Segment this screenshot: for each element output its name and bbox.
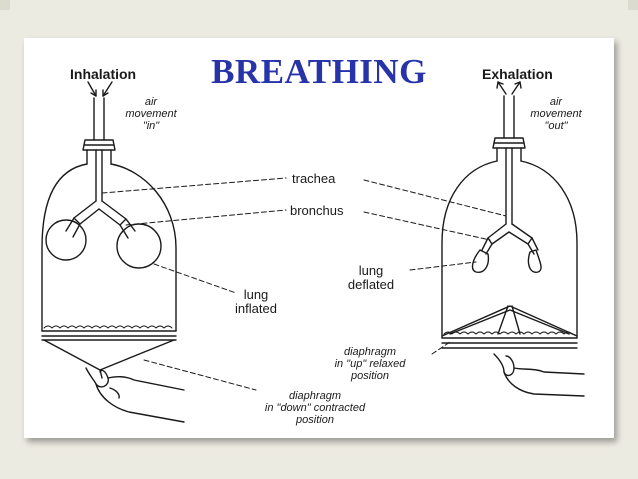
leader-diaphragm-down xyxy=(143,359,257,391)
air-in-line-2: movement xyxy=(125,108,177,120)
inhalation-lungs-inflated xyxy=(45,219,162,269)
leader-bronchus-right xyxy=(363,211,491,241)
air-in-line-3: "in" xyxy=(142,120,160,132)
exhalation-lungs-deflated xyxy=(471,249,542,273)
lung-inflated-line-2: inflated xyxy=(235,301,277,316)
corner-decoration-top-right xyxy=(628,0,638,10)
air-out-line-1: air xyxy=(549,96,563,108)
page-title: BREATHING xyxy=(211,52,427,91)
trachea-label: trachea xyxy=(292,171,336,186)
inhalation-heading: Inhalation xyxy=(70,66,137,82)
inhalation-trachea xyxy=(95,149,103,202)
lung-deflated-label: lung deflated xyxy=(336,264,406,292)
lung-deflated-line-2: deflated xyxy=(347,277,395,292)
inhalation-bell-jar xyxy=(41,97,177,332)
inhalation-bronchi xyxy=(65,200,136,239)
air-in-line-1: air xyxy=(144,96,158,108)
leader-trachea-left xyxy=(101,177,287,194)
leader-lung-deflated xyxy=(409,261,477,271)
diaphragm-up-line-1: diaphragm xyxy=(344,346,396,358)
inhalation-diaphragm xyxy=(41,325,177,379)
inhalation-hand xyxy=(85,367,185,423)
leader-trachea-right xyxy=(363,179,507,217)
exhalation-diaphragm xyxy=(441,305,578,349)
air-out-arrows xyxy=(496,81,522,95)
breathing-diagram xyxy=(41,81,585,423)
exhalation-hand xyxy=(493,353,585,397)
leader-lines xyxy=(101,177,507,391)
diaphragm-down-line-2: in "down" contracted xyxy=(264,402,366,414)
diaphragm-up-line-3: position xyxy=(351,370,389,382)
exhalation-bell-jar xyxy=(441,95,578,339)
air-movement-in-label: air movement "in" xyxy=(116,96,186,132)
exhalation-trachea xyxy=(505,147,513,225)
air-in-arrows xyxy=(87,81,113,97)
air-out-line-2: movement xyxy=(530,108,582,120)
diaphragm-down-line-3: position xyxy=(296,414,334,426)
corner-decoration-top-left xyxy=(0,0,10,10)
exhalation-heading: Exhalation xyxy=(482,66,553,82)
diaphragm-up-line-2: in "up" relaxed xyxy=(334,358,406,370)
diaphragm-up-label: diaphragm in "up" relaxed position xyxy=(310,346,430,382)
slide-card: BREATHING Inhalation Exhalation air move… xyxy=(24,38,614,438)
leader-bronchus-left xyxy=(125,209,287,226)
exhalation-bronchi xyxy=(481,223,539,255)
diaphragm-down-line-1: diaphragm xyxy=(289,390,341,402)
air-movement-out-label: air movement "out" xyxy=(521,96,591,132)
leader-lung-inflated xyxy=(153,263,237,294)
lung-deflated-line-1: lung xyxy=(358,263,384,278)
diaphragm-down-label: diaphragm in "down" contracted position xyxy=(250,390,380,426)
lung-inflated-line-1: lung xyxy=(243,287,269,302)
leader-diaphragm-up xyxy=(431,341,451,355)
bronchus-label: bronchus xyxy=(290,203,344,218)
lung-inflated-label: lung inflated xyxy=(226,288,286,316)
air-out-line-3: "out" xyxy=(544,120,568,132)
